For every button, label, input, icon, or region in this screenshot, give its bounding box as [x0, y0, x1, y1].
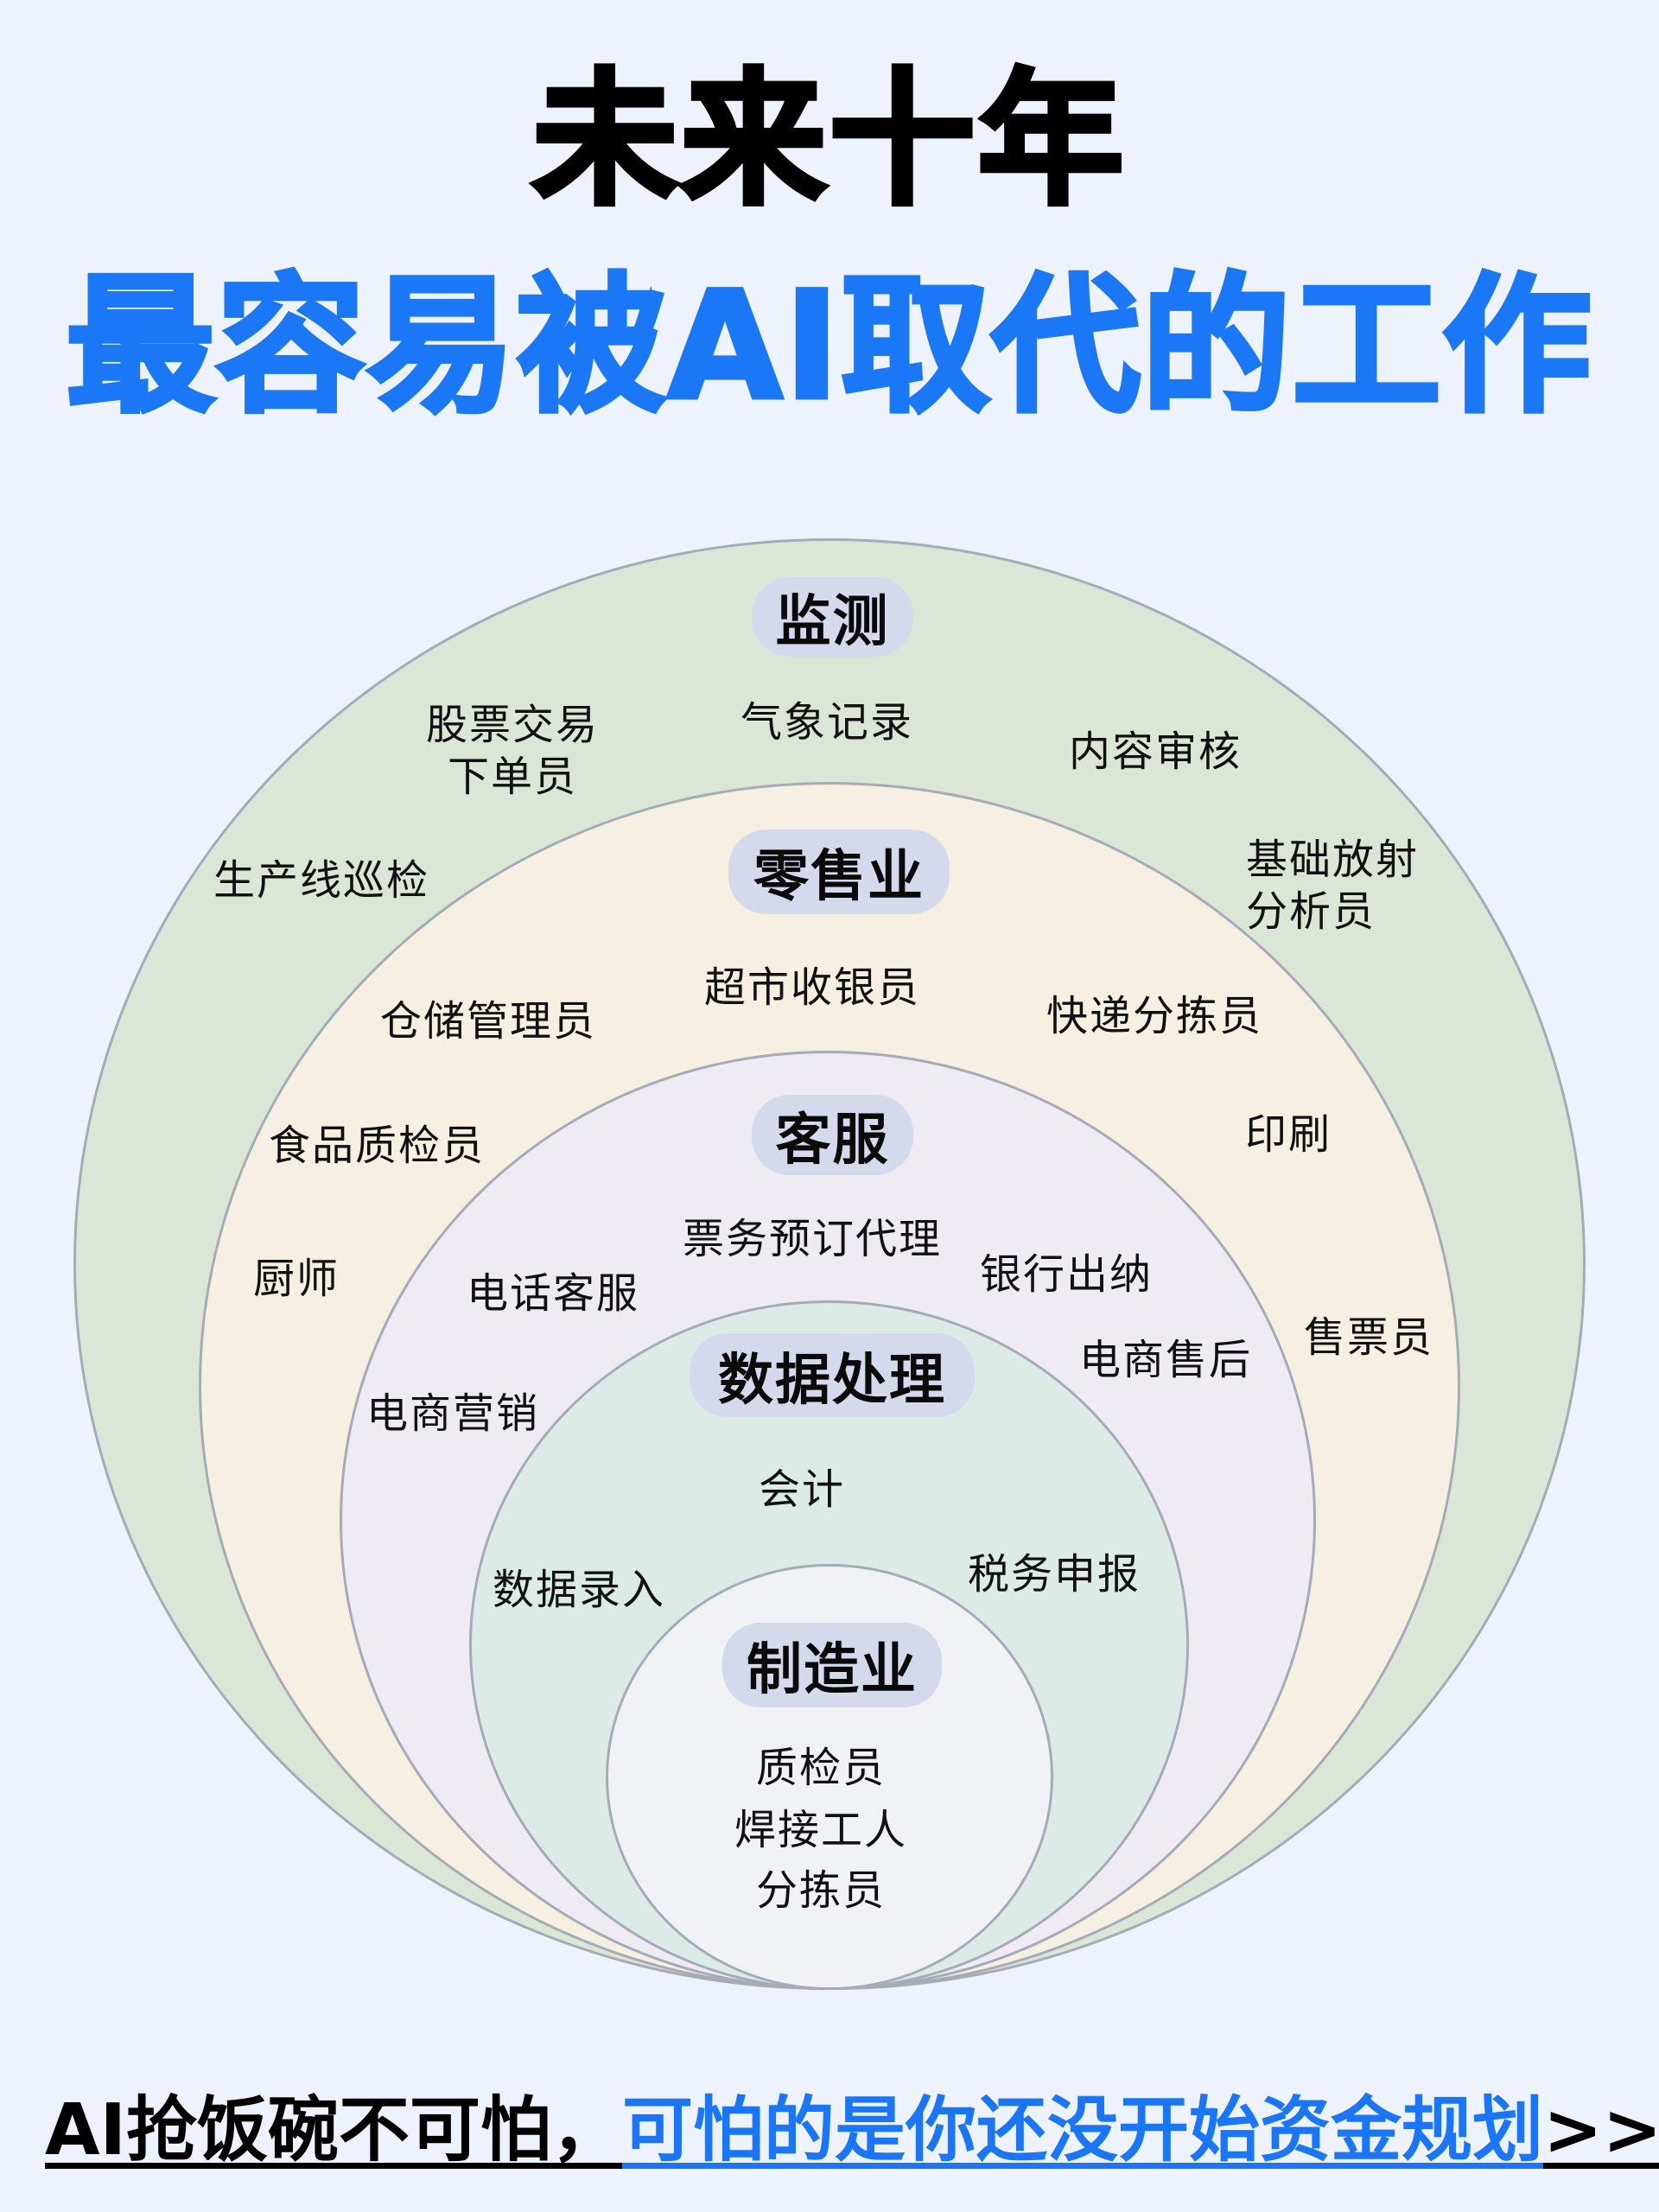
title-line-1: 未来十年	[530, 55, 1127, 225]
category-pill-monitoring: 监测	[752, 577, 913, 657]
category-pill-manufacturing: 制造业	[722, 1623, 942, 1707]
job-label: 股票交易 下单员	[426, 699, 599, 803]
job-label: 印刷	[1244, 1110, 1332, 1159]
job-label-line: 基础放射	[1246, 836, 1420, 884]
job-label: 厨师	[252, 1255, 340, 1303]
job-label: 焊接工人	[734, 1806, 908, 1854]
job-label: 数据录入	[492, 1566, 666, 1614]
footer-cta[interactable]: AI抢饭碗不可怕，可怕的是你还没开始资金规划>>	[45, 2089, 1659, 2172]
job-label: 仓储管理员	[379, 997, 597, 1046]
category-pill-customer-service: 客服	[752, 1095, 913, 1175]
job-label: 快递分拣员	[1046, 992, 1263, 1040]
job-label: 质检员	[755, 1744, 887, 1792]
job-label: 基础放射 分析员	[1246, 834, 1419, 938]
footer-link-financial-planning[interactable]: 可怕的是你还没开始资金规划	[621, 2089, 1543, 2171]
job-label: 生产线巡检	[213, 856, 430, 905]
job-label-line: 股票交易	[425, 701, 600, 749]
job-label: 银行出纳	[979, 1250, 1154, 1299]
job-label: 气象记录	[740, 698, 914, 747]
job-label: 分拣员	[755, 1866, 887, 1915]
job-label-line: 分析员	[1246, 887, 1376, 936]
title-line-2: 最容易被AI取代的工作	[64, 259, 1593, 433]
job-label: 内容审核	[1068, 728, 1243, 776]
job-label: 电商营销	[365, 1389, 540, 1438]
job-label-line: 下单员	[447, 753, 578, 801]
job-label: 售票员	[1303, 1313, 1434, 1362]
category-pill-retail: 零售业	[728, 830, 950, 914]
job-label: 电话客服	[466, 1269, 640, 1318]
category-pill-data-processing: 数据处理	[690, 1333, 975, 1417]
job-label: 食品质检员	[268, 1122, 486, 1170]
footer-text-part1: AI抢饭碗不可怕，	[45, 2089, 622, 2171]
job-label: 会计	[758, 1465, 846, 1514]
job-label: 电商售后	[1078, 1336, 1253, 1384]
chevron-right-icon[interactable]: >>	[1543, 2089, 1659, 2171]
job-label: 超市收银员	[703, 963, 921, 1012]
job-label: 票务预订代理	[682, 1215, 943, 1263]
job-label: 税务申报	[967, 1550, 1141, 1599]
